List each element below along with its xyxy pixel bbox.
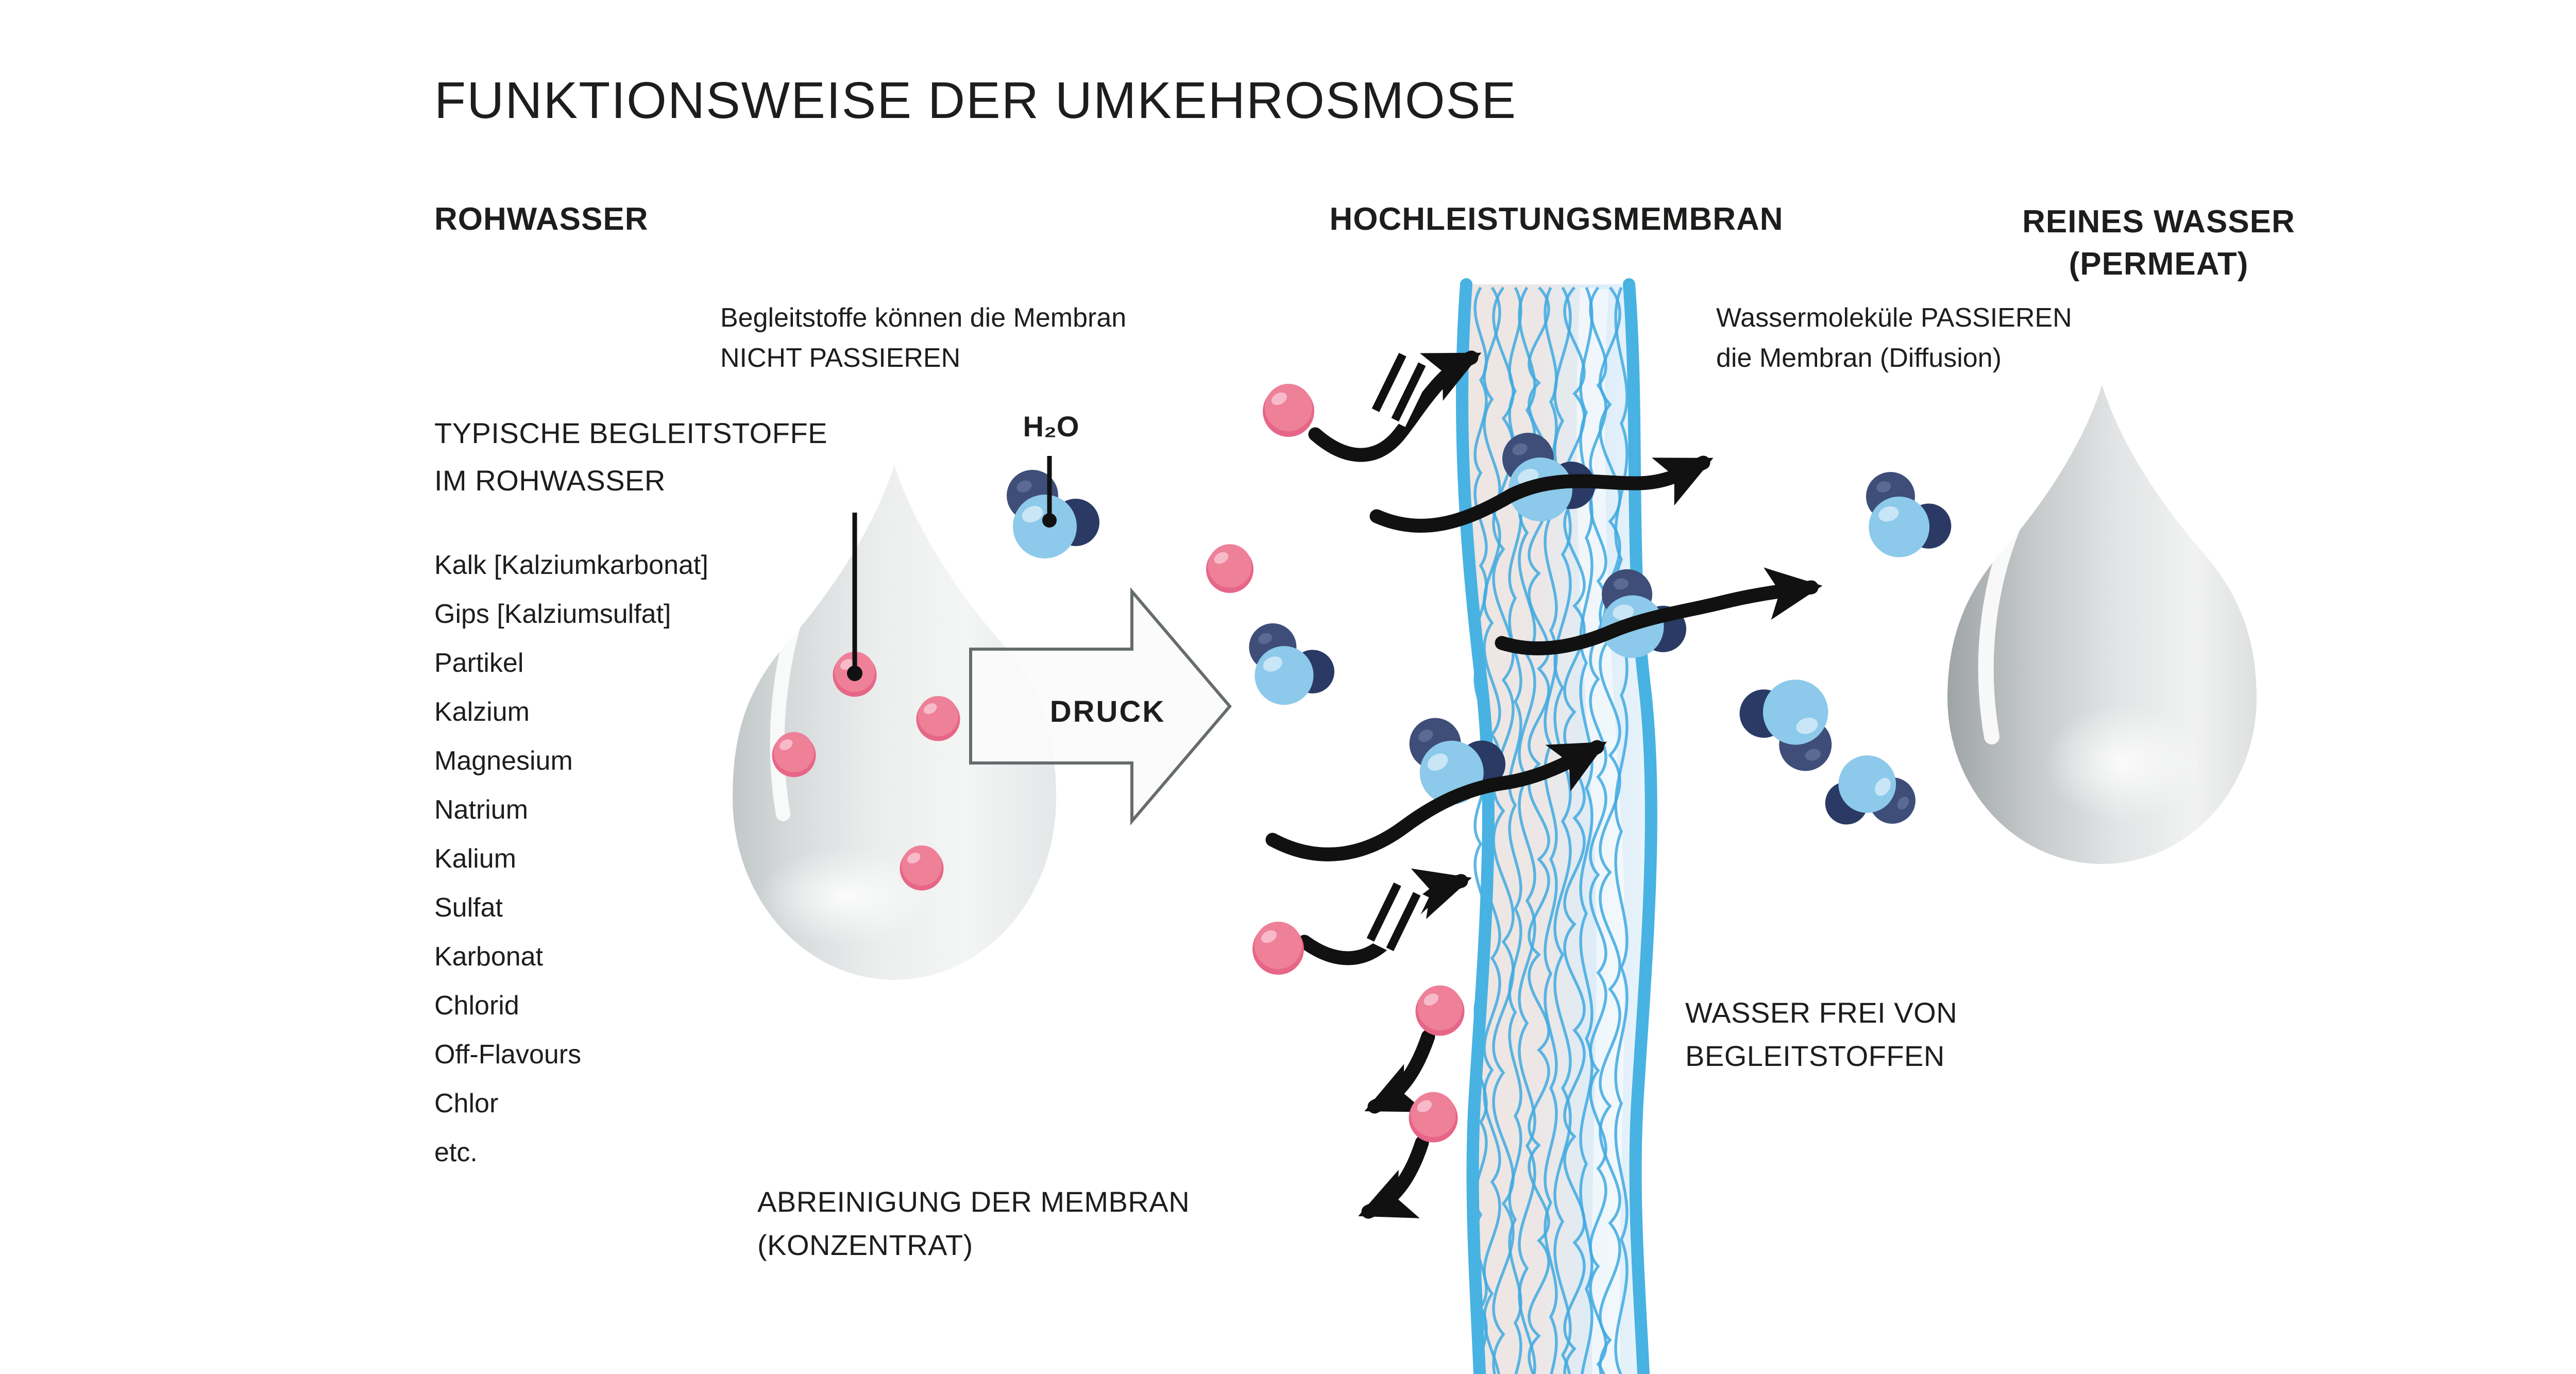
druck-label: DRUCK — [1049, 695, 1166, 728]
clean-water-drop — [1947, 385, 2257, 864]
raw-water-drop — [733, 465, 1056, 980]
column-header-rohwasser: ROHWASSER — [434, 201, 649, 237]
list-item: Chlorid — [434, 991, 519, 1021]
note-pass: Wassermoleküle PASSIEREN die Membran (Di… — [1716, 303, 2072, 373]
membrane-fiber — [1614, 286, 1629, 1374]
pointer-dot-h2o — [1042, 513, 1057, 528]
list-item: Karbonat — [434, 942, 544, 972]
arrow-pass-mid — [1495, 567, 1823, 655]
substances-list: Kalk [Kalziumkarbonat] Gips [Kalziumsulf… — [434, 541, 708, 1177]
list-item: Kalium — [434, 844, 516, 874]
arrow-pass-low — [1265, 740, 1607, 861]
particle-concentrate-1 — [1415, 985, 1465, 1036]
pressure-arrow — [969, 587, 1232, 826]
water-molecule-permeate-1 — [1860, 469, 1957, 563]
list-item: etc. — [434, 1138, 478, 1167]
membrane-border-left — [1455, 278, 1495, 1374]
note-free-water: WASSER FREI VON BEGLEITSTOFFEN — [1685, 996, 1958, 1072]
note-concentrate: ABREINIGUNG DER MEMBRAN (KONZENTRAT) — [757, 1185, 1190, 1261]
particle-concentrate-2 — [1409, 1092, 1458, 1143]
substances-subheader: TYPISCHE BEGLEITSTOFFE IM ROHWASSER — [434, 417, 828, 497]
list-item: Partikel — [434, 648, 524, 678]
particle-blocked-top — [1263, 384, 1314, 437]
blocked-slash-bottom — [1359, 877, 1429, 957]
list-item: Sulfat — [434, 893, 503, 923]
membrane — [1455, 278, 1657, 1374]
arrow-blocked-top — [1308, 350, 1482, 462]
membrane-fiber — [1492, 286, 1515, 1374]
h2o-label: H₂O — [1023, 410, 1079, 443]
column-header-membran: HOCHLEISTUNGSMEMBRAN — [1329, 201, 1784, 237]
arrow-concentrate-2 — [1358, 1135, 1429, 1219]
pointer-lines — [847, 456, 1057, 681]
list-item: Kalk [Kalziumkarbonat] — [434, 550, 708, 580]
raw-drop-glow — [757, 847, 933, 945]
list-item: Kalzium — [434, 697, 530, 727]
page-title: FUNKTIONSWEISE DER UMKEHROSMOSE — [434, 72, 1517, 129]
membrane-fiber — [1473, 286, 1488, 1374]
arrow-concentrate-1 — [1364, 1029, 1435, 1114]
water-molecule-permeate-2 — [1735, 674, 1837, 773]
raw-drop-highlight — [770, 585, 811, 821]
clean-drop-highlight — [1978, 515, 2022, 744]
arrow-pass-top — [1369, 455, 1714, 533]
list-item: Magnesium — [434, 746, 573, 776]
list-item: Gips [Kalziumsulfat] — [434, 599, 671, 629]
list-item: Chlor — [434, 1089, 499, 1118]
column-header-permeat: REINES WASSER (PERMEAT) — [2022, 204, 2295, 282]
note-blocked: Begleitstoffe können die Membran NICHT P… — [720, 303, 1127, 373]
particle-blocked-bottom — [1252, 922, 1304, 975]
blocked-slash-top — [1364, 348, 1434, 427]
water-molecule-free-left — [1249, 623, 1334, 705]
membrane-fibers — [1473, 286, 1629, 1374]
clean-drop-glow — [2043, 703, 2202, 822]
pointer-dot-substances — [847, 666, 862, 681]
list-item: Natrium — [434, 795, 529, 825]
list-item: Off-Flavours — [434, 1040, 582, 1070]
particle-free — [1206, 544, 1253, 593]
